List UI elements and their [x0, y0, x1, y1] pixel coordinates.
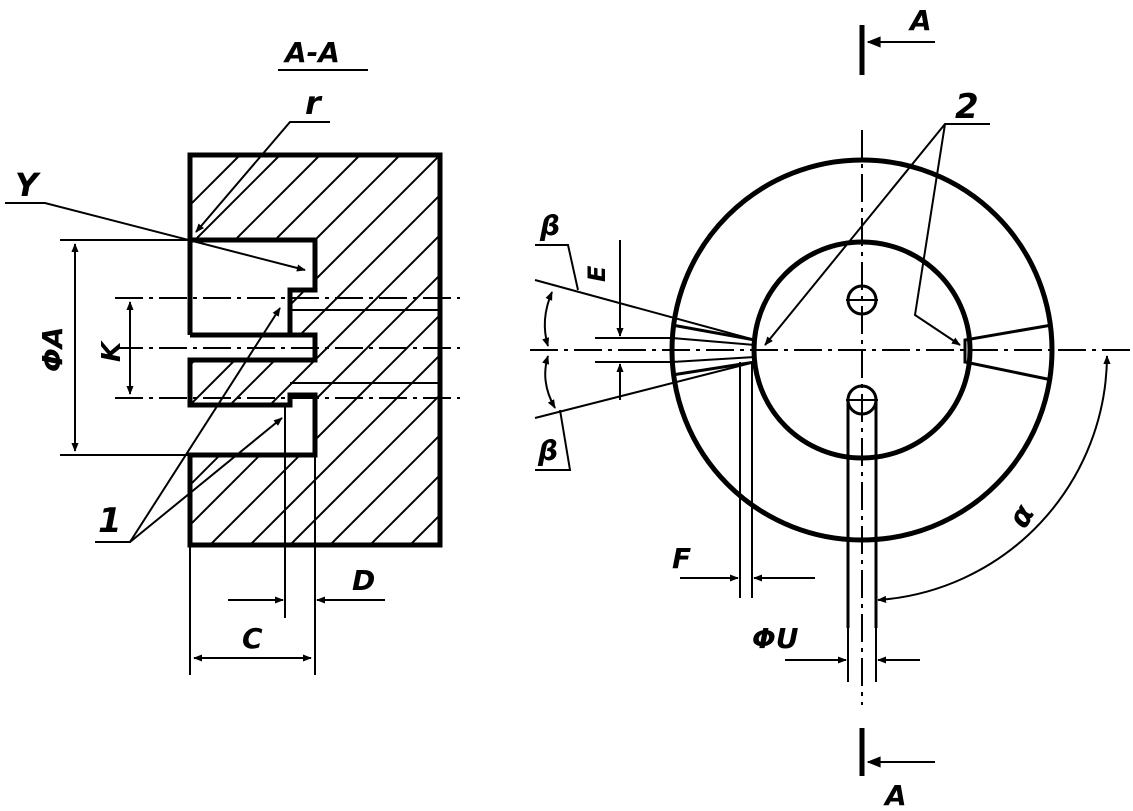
beta-arc-upper [542, 291, 553, 347]
label-K: K [97, 340, 127, 362]
label-2: 2 [955, 87, 979, 127]
section-view: A-A r Y ΦA K 1 C D [5, 36, 460, 675]
label-alpha: α [1002, 498, 1043, 534]
label-phiA: ΦA [36, 327, 69, 372]
label-phiU: ΦU [752, 622, 799, 655]
beta-ray-lower [534, 361, 756, 419]
label-beta-top: β [539, 209, 560, 242]
label-1: 1 [98, 501, 122, 541]
right-wedge [963, 323, 1053, 382]
section-title: A-A [283, 36, 340, 69]
label-r: r [305, 84, 323, 122]
r-leader [195, 121, 330, 233]
section-hatching [190, 155, 440, 545]
label-F: F [672, 542, 691, 575]
Y-leader [5, 202, 306, 272]
label-A-bottom: A [883, 779, 907, 811]
label-A-top: A [908, 4, 932, 37]
2-leader-right [913, 123, 961, 346]
alpha-arc [877, 355, 1111, 604]
2-leader-left [764, 123, 990, 346]
label-E: E [583, 265, 611, 282]
1-leader-lower [129, 417, 283, 543]
beta-arc-lower [542, 355, 556, 409]
left-wedge-inner-upper [671, 337, 756, 346]
left-wedge [671, 323, 757, 377]
front-view: A A β β [530, 4, 1133, 811]
beta-ray-upper [534, 279, 756, 341]
label-D: D [352, 564, 375, 597]
label-Y: Y [15, 166, 41, 204]
label-beta-bottom: β [537, 434, 558, 467]
beta-flag-lower [535, 409, 572, 471]
label-C: C [242, 622, 263, 655]
left-wedge-inner-lower [671, 356, 756, 363]
beta-flag-upper [535, 244, 579, 291]
